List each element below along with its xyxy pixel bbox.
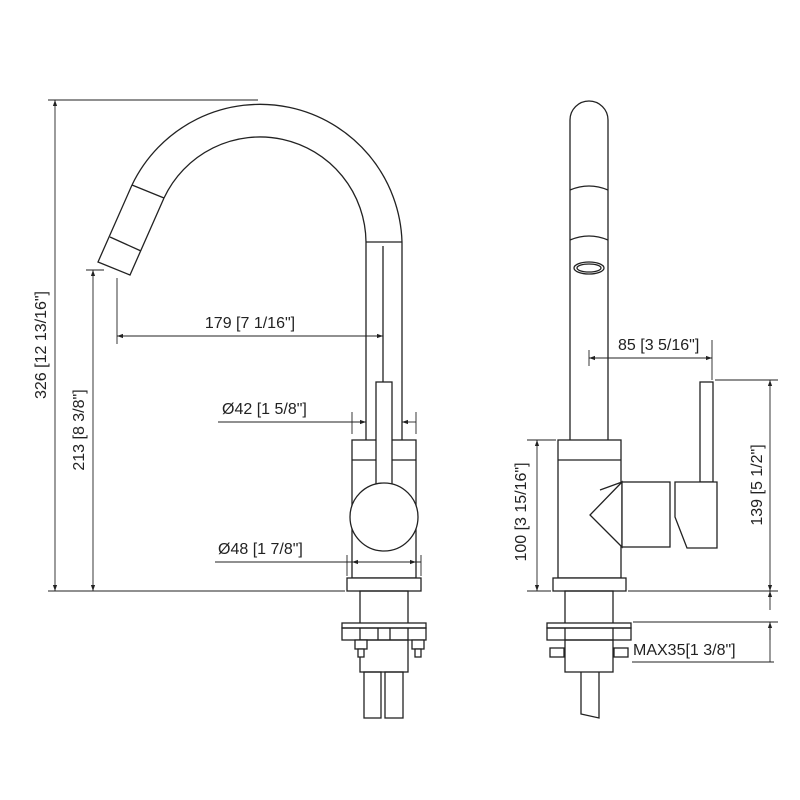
- lever: [375, 381, 393, 488]
- base-plate: [346, 577, 422, 592]
- handle-block: [674, 481, 718, 549]
- nozzle-band: [131, 184, 165, 199]
- dim-pipe-diameter: Ø42 [1 5/8"]: [222, 401, 307, 418]
- side-supply-hose: [580, 672, 600, 719]
- spout-outer: [131, 103, 403, 243]
- supply-hose: [363, 671, 382, 719]
- front-view: [97, 103, 427, 719]
- dim-body-height: 100 [3 15/16"]: [513, 462, 530, 561]
- side-view: [546, 100, 718, 719]
- front-dimensions: 326 [12 13/16"] 213 [8 3/8"] 179 [7 1/16…: [33, 99, 422, 592]
- handle-knob: [349, 482, 419, 552]
- dim-body-diameter: Ø48 [1 7/8"]: [218, 541, 303, 558]
- supply-hose: [384, 671, 404, 719]
- side-dimensions: 85 [3 5/16"] 139 [5 1/2"] 100 [3 15/16"]…: [513, 337, 778, 663]
- side-pipe: [569, 100, 609, 440]
- handle-cylinder: [621, 481, 671, 548]
- dim-handle-offset: 85 [3 5/16"]: [618, 337, 699, 354]
- dim-handle-height: 139 [5 1/2"]: [749, 444, 766, 525]
- nozzle-band: [109, 236, 142, 252]
- dim-max-deck: MAX35[1 3/8"]: [633, 642, 736, 659]
- spout-inner: [163, 136, 367, 243]
- aerator: [573, 261, 605, 275]
- dim-spout-height: 213 [8 3/8"]: [71, 389, 88, 470]
- washer: [341, 622, 427, 629]
- dim-total-height: 326 [12 13/16"]: [33, 291, 50, 399]
- dim-spout-reach: 179 [7 1/16"]: [205, 315, 295, 332]
- side-lever: [699, 381, 714, 483]
- nozzle: [97, 184, 165, 276]
